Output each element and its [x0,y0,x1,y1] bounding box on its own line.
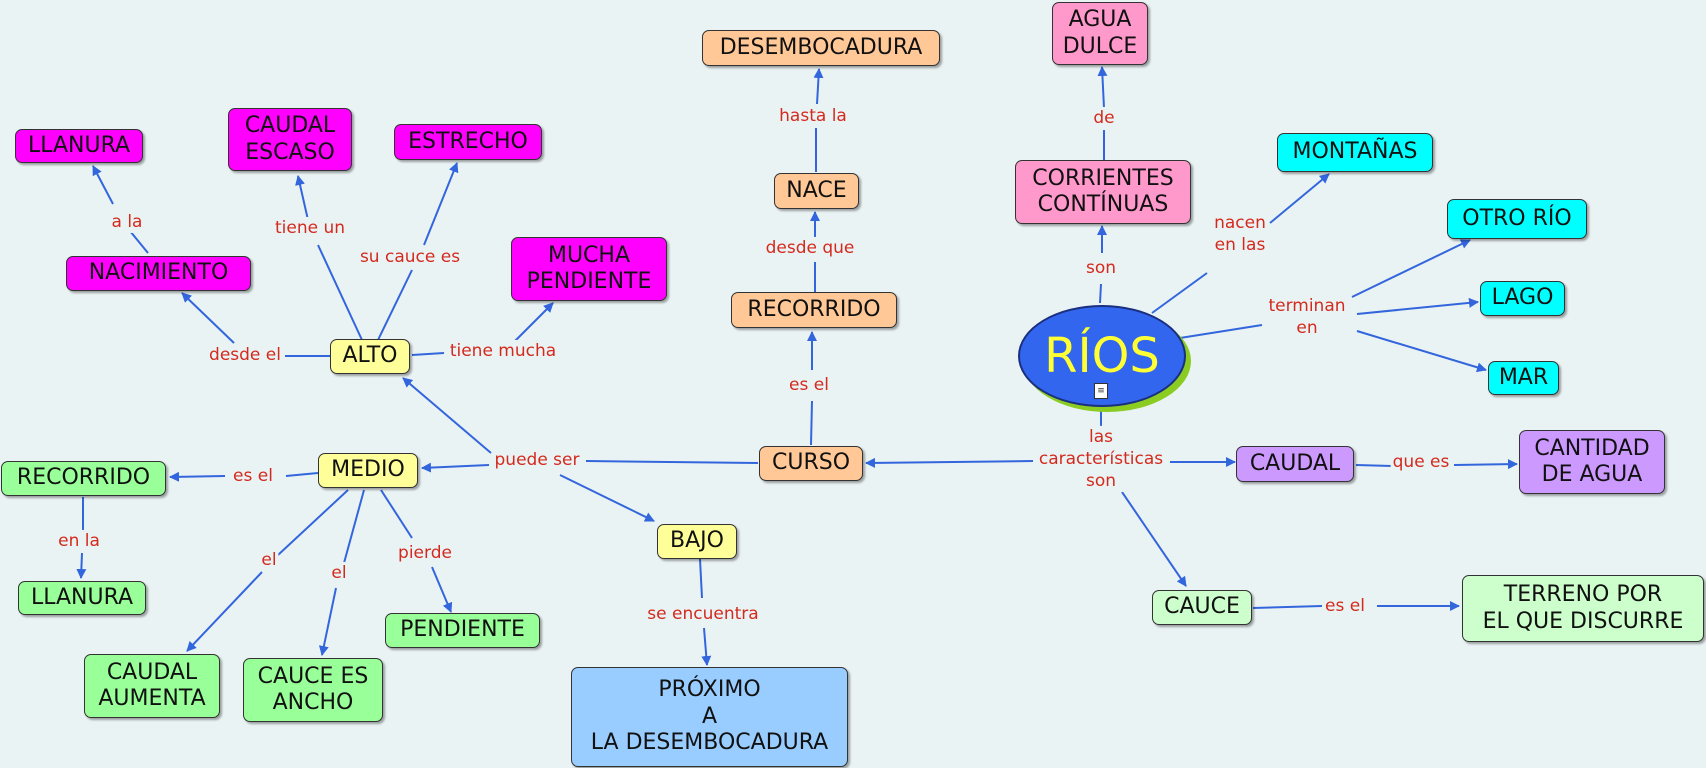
node-lago[interactable]: LAGO [1480,281,1565,316]
link-desde-que: desde que [763,236,857,260]
node-proximo-desembocadura[interactable]: PRÓXIMO A LA DESEMBOCADURA [571,667,848,767]
link-de: de [1091,106,1117,130]
link-el-caudal: el [259,548,279,572]
node-estrecho[interactable]: ESTRECHO [394,124,542,160]
node-cauce-ancho[interactable]: CAUCE ES ANCHO [243,658,383,722]
link-es-el-recorrido: es el [787,373,831,397]
node-caudal[interactable]: CAUDAL [1236,446,1354,482]
node-desembocadura[interactable]: DESEMBOCADURA [702,30,940,66]
link-nacen-en-las: nacen en las [1212,211,1268,257]
node-curso[interactable]: CURSO [759,446,863,481]
link-pierde: pierde [396,541,454,565]
node-nace[interactable]: NACE [774,173,859,209]
root-node-rios[interactable]: RÍOS ≡ [1018,305,1186,407]
node-recorrido-curso[interactable]: RECORRIDO [731,292,897,328]
node-pendiente[interactable]: PENDIENTE [385,613,540,648]
root-node-label: RÍOS [1044,328,1160,384]
link-el-cauce: el [329,561,349,585]
node-caudal-escaso[interactable]: CAUDAL ESCASO [228,108,352,171]
node-agua-dulce[interactable]: AGUA DULCE [1052,2,1148,65]
node-llanura-nacimiento[interactable]: LLANURA [15,129,143,163]
link-a-la: a la [109,210,145,234]
node-bajo[interactable]: BAJO [657,524,737,559]
link-hasta-la: hasta la [777,104,849,128]
node-llanura-recorrido[interactable]: LLANURA [18,581,146,615]
link-es-el-terreno: es el [1323,594,1367,618]
node-alto[interactable]: ALTO [330,339,410,374]
node-corrientes-continuas[interactable]: CORRIENTES CONTÍNUAS [1015,160,1191,224]
link-que-es: que es [1390,450,1452,474]
link-en-la: en la [56,529,102,553]
link-tiene-un: tiene un [272,216,348,240]
link-su-cauce-es: su cauce es [357,245,463,269]
link-es-el-medio: es el [231,464,275,488]
node-nacimiento[interactable]: NACIMIENTO [66,256,251,291]
link-son: son [1083,256,1119,280]
node-cauce[interactable]: CAUCE [1152,590,1252,625]
node-otro-rio[interactable]: OTRO RÍO [1447,199,1587,239]
node-cantidad-de-agua[interactable]: CANTIDAD DE AGUA [1519,430,1665,494]
link-se-encuentra: se encuentra [645,602,761,626]
node-montanas[interactable]: MONTAÑAS [1277,133,1433,172]
link-puede-ser: puede ser [492,448,582,472]
document-icon[interactable]: ≡ [1094,383,1108,399]
link-terminan-en: terminan en [1266,294,1348,340]
link-tiene-mucha: tiene mucha [447,339,559,363]
node-caudal-aumenta[interactable]: CAUDAL AUMENTA [84,654,220,718]
link-las-caracteristicas-son: las características son [1036,425,1166,493]
node-mar[interactable]: MAR [1488,361,1559,395]
link-desde-el: desde el [207,343,283,367]
node-medio[interactable]: MEDIO [318,453,418,488]
node-terreno[interactable]: TERRENO POR EL QUE DISCURRE [1462,575,1704,642]
node-recorrido-medio[interactable]: RECORRIDO [1,461,166,496]
node-mucha-pendiente[interactable]: MUCHA PENDIENTE [511,237,667,301]
